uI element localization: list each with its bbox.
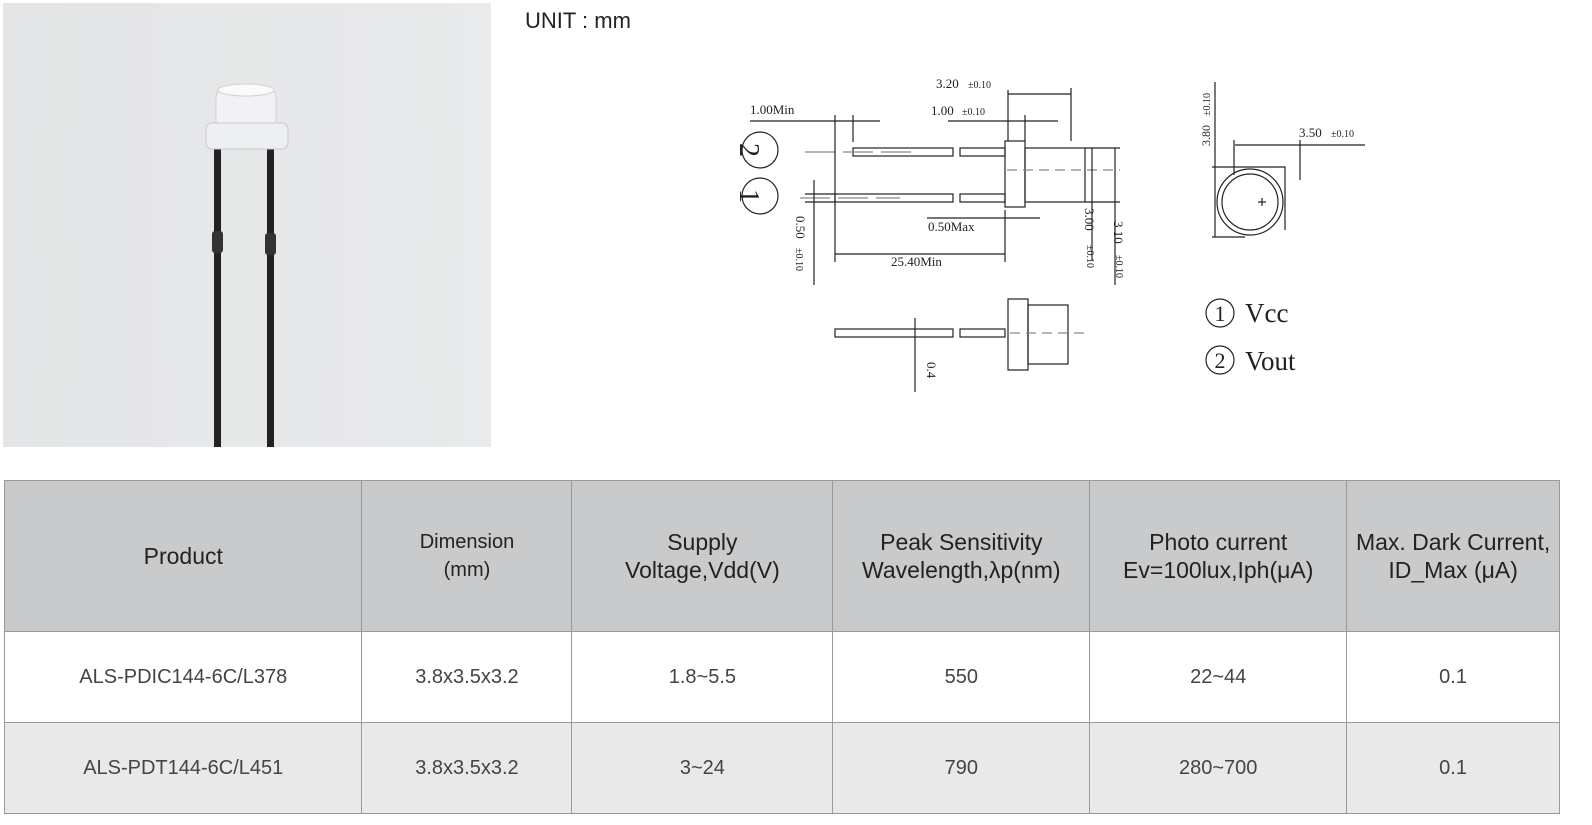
dim-0-50-max: 0.50Max bbox=[928, 219, 975, 234]
body-flange bbox=[1004, 140, 1026, 208]
cell-supply-voltage: 3~24 bbox=[571, 722, 834, 814]
cell-peak-wavelength: 550 bbox=[832, 631, 1091, 723]
table-row: ALS-PDT144-6C/L451 3.8x3.5x3.2 3~24 790 … bbox=[3, 722, 1560, 814]
pin-2-label: 2 bbox=[733, 143, 764, 157]
tol-3-50: ±0.10 bbox=[1331, 129, 1354, 140]
cell-product: ALS-PDIC144-6C/L378 bbox=[3, 631, 363, 723]
tol-3-10: ±0.10 bbox=[1113, 255, 1124, 278]
cell-product: ALS-PDT144-6C/L451 bbox=[3, 722, 363, 814]
cell-photo-current: 280~700 bbox=[1089, 722, 1348, 814]
tol-3-00: ±0.10 bbox=[1084, 245, 1095, 268]
cell-dark-current: 0.1 bbox=[1346, 631, 1560, 723]
dim-3-10: 3.10 bbox=[1111, 221, 1126, 244]
tol-3-20: ±0.10 bbox=[968, 80, 991, 91]
legend-1-num: 1 bbox=[1215, 301, 1226, 326]
dim-1-00: 1.00 bbox=[931, 103, 954, 118]
header-dark-current: Max. Dark Current, ID_Max (μA) bbox=[1346, 480, 1560, 632]
dim-3-20: 3.20 bbox=[936, 76, 959, 91]
header-peak-wavelength: Peak Sensitivity Wavelength,λp(nm) bbox=[832, 480, 1091, 632]
header-dimension: Dimension (mm) bbox=[361, 480, 573, 632]
table-header-row: Product Dimension (mm) Supply Voltage,Vd… bbox=[3, 480, 1560, 632]
dimension-drawing: 3.20 ±0.10 1.00 ±0.10 1.00Min 0.50Max 25… bbox=[733, 76, 1365, 392]
table-row: ALS-PDIC144-6C/L378 3.8x3.5x3.2 1.8~5.5 … bbox=[3, 631, 1560, 723]
dim-3-80: 3.80 bbox=[1199, 125, 1213, 146]
tol-3-80: ±0.10 bbox=[1202, 93, 1213, 116]
pin-1-label: 1 bbox=[733, 189, 764, 203]
dim-0-4: 0.4 bbox=[924, 362, 939, 379]
tol-0-50: ±0.10 bbox=[793, 248, 804, 271]
legend-vcc: Vcc bbox=[1245, 298, 1288, 328]
tol-1-00: ±0.10 bbox=[962, 107, 985, 118]
cell-photo-current: 22~44 bbox=[1089, 631, 1348, 723]
legend-2-num: 2 bbox=[1215, 348, 1226, 373]
body bbox=[1024, 147, 1086, 203]
spec-table: Product Dimension (mm) Supply Voltage,Vd… bbox=[3, 480, 1560, 814]
cell-peak-wavelength: 790 bbox=[832, 722, 1091, 814]
cell-supply-voltage: 1.8~5.5 bbox=[571, 631, 834, 723]
header-product: Product bbox=[3, 480, 363, 632]
dim-1-00-min: 1.00Min bbox=[750, 102, 795, 117]
cell-dark-current: 0.1 bbox=[1346, 722, 1560, 814]
dim-25-40-min: 25.40Min bbox=[891, 254, 942, 269]
cell-dimension: 3.8x3.5x3.2 bbox=[361, 631, 573, 723]
header-supply-voltage: Supply Voltage,Vdd(V) bbox=[571, 480, 834, 632]
product-photo bbox=[3, 3, 491, 447]
header-photo-current: Photo current Ev=100lux,Iph(μA) bbox=[1089, 480, 1348, 632]
pin-1-circle bbox=[741, 177, 779, 215]
dim-0-50: 0.50 bbox=[793, 216, 808, 239]
photodiode-image bbox=[205, 83, 289, 447]
legend-vout: Vout bbox=[1245, 346, 1296, 376]
dim-3-00: 3.00 bbox=[1082, 208, 1097, 231]
pin-2-circle bbox=[741, 131, 779, 169]
dim-3-50: 3.50 bbox=[1299, 125, 1322, 140]
cell-dimension: 3.8x3.5x3.2 bbox=[361, 722, 573, 814]
unit-label: UNIT : mm bbox=[525, 8, 631, 33]
